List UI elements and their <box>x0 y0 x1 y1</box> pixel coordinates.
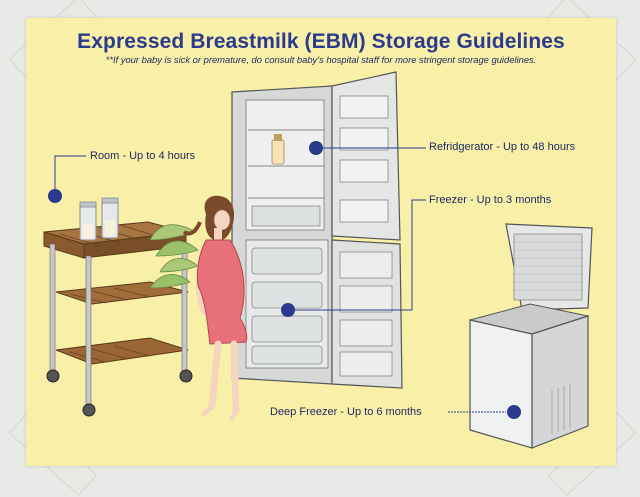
deep-freezer-label: Deep Freezer - Up to 6 months <box>270 406 422 418</box>
page-title: Expressed Breastmilk (EBM) Storage Guide… <box>77 30 565 53</box>
freezer-label: Freezer - Up to 3 months <box>429 194 552 206</box>
plant-leaves <box>149 224 199 289</box>
deep-freezer-marker <box>507 405 521 419</box>
deep-freezer-illustration <box>469 223 593 449</box>
callout-lines <box>54 147 506 413</box>
page-subtitle: **If your baby is sick or premature, do … <box>105 54 537 65</box>
refrigerator-illustration <box>231 71 403 389</box>
trolley-illustration <box>43 197 199 417</box>
room-label: Room - Up to 4 hours <box>90 150 196 162</box>
poster-text-layer: Expressed Breastmilk (EBM) Storage Guide… <box>26 18 616 466</box>
woman-illustration <box>182 195 248 421</box>
refrigerator-marker <box>309 141 323 155</box>
refrigerator-label: Refridgerator - Up to 48 hours <box>429 141 576 153</box>
freezer-marker <box>281 303 295 317</box>
room-marker <box>48 189 62 203</box>
